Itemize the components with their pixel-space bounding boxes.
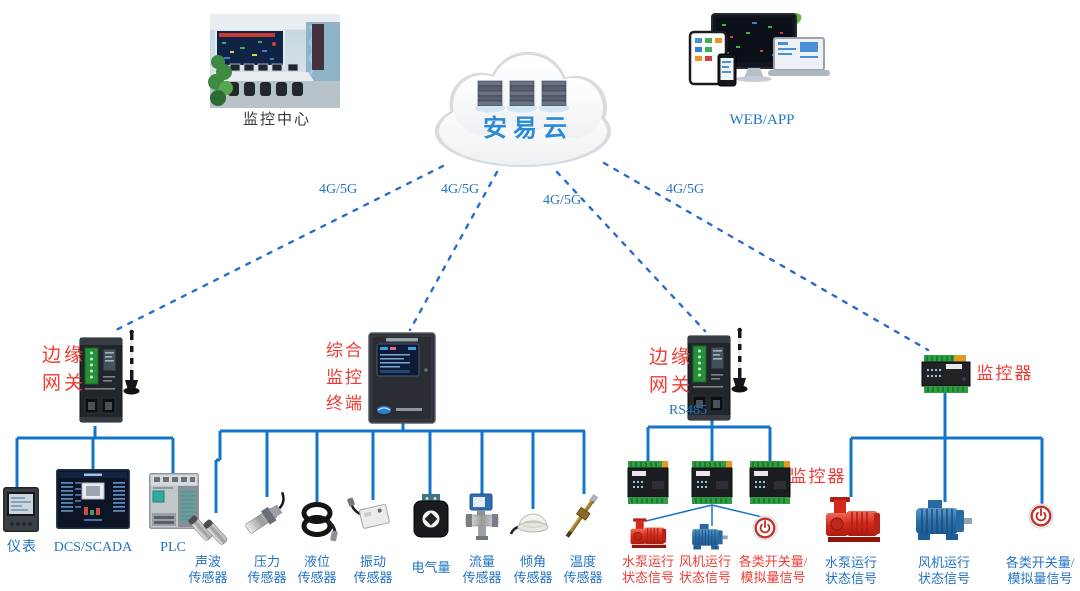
web-app-label: WEB/APP <box>729 112 795 128</box>
link-4g5g-label-4: 4G/5G <box>665 182 705 197</box>
pump-signal-label-far-line1: 水泵运行 <box>824 555 878 570</box>
controller-label-far-right: 监控器 <box>976 364 1034 383</box>
cloud-label: 安易云 <box>483 116 573 142</box>
pump-signal-label-far-line2: 状态信号 <box>824 571 878 586</box>
rs485-bus-label: RS485 <box>668 403 708 418</box>
switch-signal-label-mid-line2: 模拟量信号 <box>740 570 806 585</box>
link-4g5g-label-2: 4G/5G <box>440 182 480 197</box>
vibration-sensor <box>347 497 394 537</box>
web-app-devices <box>676 12 836 108</box>
plc-label: PLC <box>160 540 186 555</box>
edge-gateway-right-label-line1: 边缘 <box>648 347 694 368</box>
meter-label: 仪表 <box>7 540 37 555</box>
monitoring-center-photo <box>208 14 340 108</box>
pump-icon-far-right <box>824 495 884 545</box>
pump-signal-label-mid-line2: 状态信号 <box>621 570 675 585</box>
fan-signal-label-far-line2: 状态信号 <box>917 571 971 586</box>
sonic-sensor-label-line1: 声波 <box>194 554 222 569</box>
flow-sensor-label-line1: 流量 <box>468 554 496 569</box>
antenna-icon <box>731 327 748 393</box>
controller-module-2 <box>690 461 734 505</box>
link-4g5g-label-1: 4G/5G <box>318 182 358 197</box>
controller-fanout-lines <box>645 504 767 526</box>
pressure-sensor <box>240 491 292 540</box>
solid-bus-lines <box>15 392 1044 513</box>
switch-signal-label-mid-line1: 各类开关量/ <box>738 554 808 569</box>
tilt-sensor-label-line2: 传感器 <box>513 570 553 585</box>
vibration-sensor-label-line1: 振动 <box>359 554 387 569</box>
vibration-sensor-label-line2: 传感器 <box>353 570 393 585</box>
level-sensor <box>301 501 338 543</box>
cloud-platform <box>433 51 613 168</box>
temperature-sensor <box>562 491 600 543</box>
edge-gateway-left-label-line2: 网关 <box>41 373 87 394</box>
server-stack-icons <box>475 80 569 113</box>
dashed-4g5g-links <box>110 161 930 352</box>
edge-gateway-right-label-line2: 网关 <box>648 375 694 396</box>
controller-module-far-right <box>920 355 972 393</box>
monitoring-center-label: 监控中心 <box>242 112 312 128</box>
fan-motor-icon-far-right <box>908 500 974 544</box>
terminal-label-line2: 监控 <box>326 368 364 387</box>
electric-ct-sensor <box>412 494 450 540</box>
level-sensor-label-line2: 传感器 <box>297 570 337 585</box>
controller-label-middle: 监控器 <box>789 467 847 486</box>
antenna-icon <box>123 329 140 395</box>
pressure-sensor-label-line2: 传感器 <box>247 570 287 585</box>
flow-sensor <box>465 493 499 543</box>
dcs-scada-screen <box>56 469 130 529</box>
switch-signal-label-far-line2: 模拟量信号 <box>1007 571 1073 586</box>
level-sensor-label-line1: 液位 <box>303 554 331 569</box>
sonic-sensor-label-line2: 传感器 <box>188 570 228 585</box>
electric-quantity-label: 电气量 <box>411 560 451 575</box>
integrated-terminal-cabinet <box>368 332 436 424</box>
fan-signal-label-mid-line1: 风机运行 <box>678 554 732 569</box>
pressure-sensor-label-line1: 压力 <box>253 554 281 569</box>
terminal-label-line1: 综合 <box>326 341 364 360</box>
plc-device <box>149 473 199 529</box>
edge-gateway-left <box>79 328 142 428</box>
temperature-sensor-label-line1: 温度 <box>569 554 597 569</box>
pump-icon-middle <box>628 517 670 550</box>
controller-module-3 <box>748 461 792 505</box>
switch-signal-label-far-line1: 各类开关量/ <box>1005 555 1075 570</box>
controller-module-1 <box>626 461 670 505</box>
edge-gateway-left-label-line1: 边缘 <box>41 345 87 366</box>
power-icon-middle <box>752 515 778 541</box>
tilt-sensor-label-line1: 倾角 <box>519 554 547 569</box>
fan-signal-label-far-line1: 风机运行 <box>917 555 971 570</box>
power-icon-far-right <box>1028 503 1054 529</box>
terminal-label-line3: 终端 <box>326 394 364 413</box>
pump-signal-label-mid-line1: 水泵运行 <box>621 554 675 569</box>
flow-sensor-label-line2: 传感器 <box>462 570 502 585</box>
sonic-sensor <box>188 511 234 545</box>
edge-gateway-right <box>687 326 750 426</box>
dcs-scada-label: DCS/SCADA <box>53 540 133 555</box>
temperature-sensor-label-line2: 传感器 <box>563 570 603 585</box>
fan-signal-label-mid-line2: 状态信号 <box>678 570 732 585</box>
meter-device <box>3 487 39 532</box>
fan-motor-icon-middle <box>687 524 729 552</box>
link-4g5g-label-3: 4G/5G <box>542 193 582 208</box>
tilt-sensor <box>509 506 555 536</box>
